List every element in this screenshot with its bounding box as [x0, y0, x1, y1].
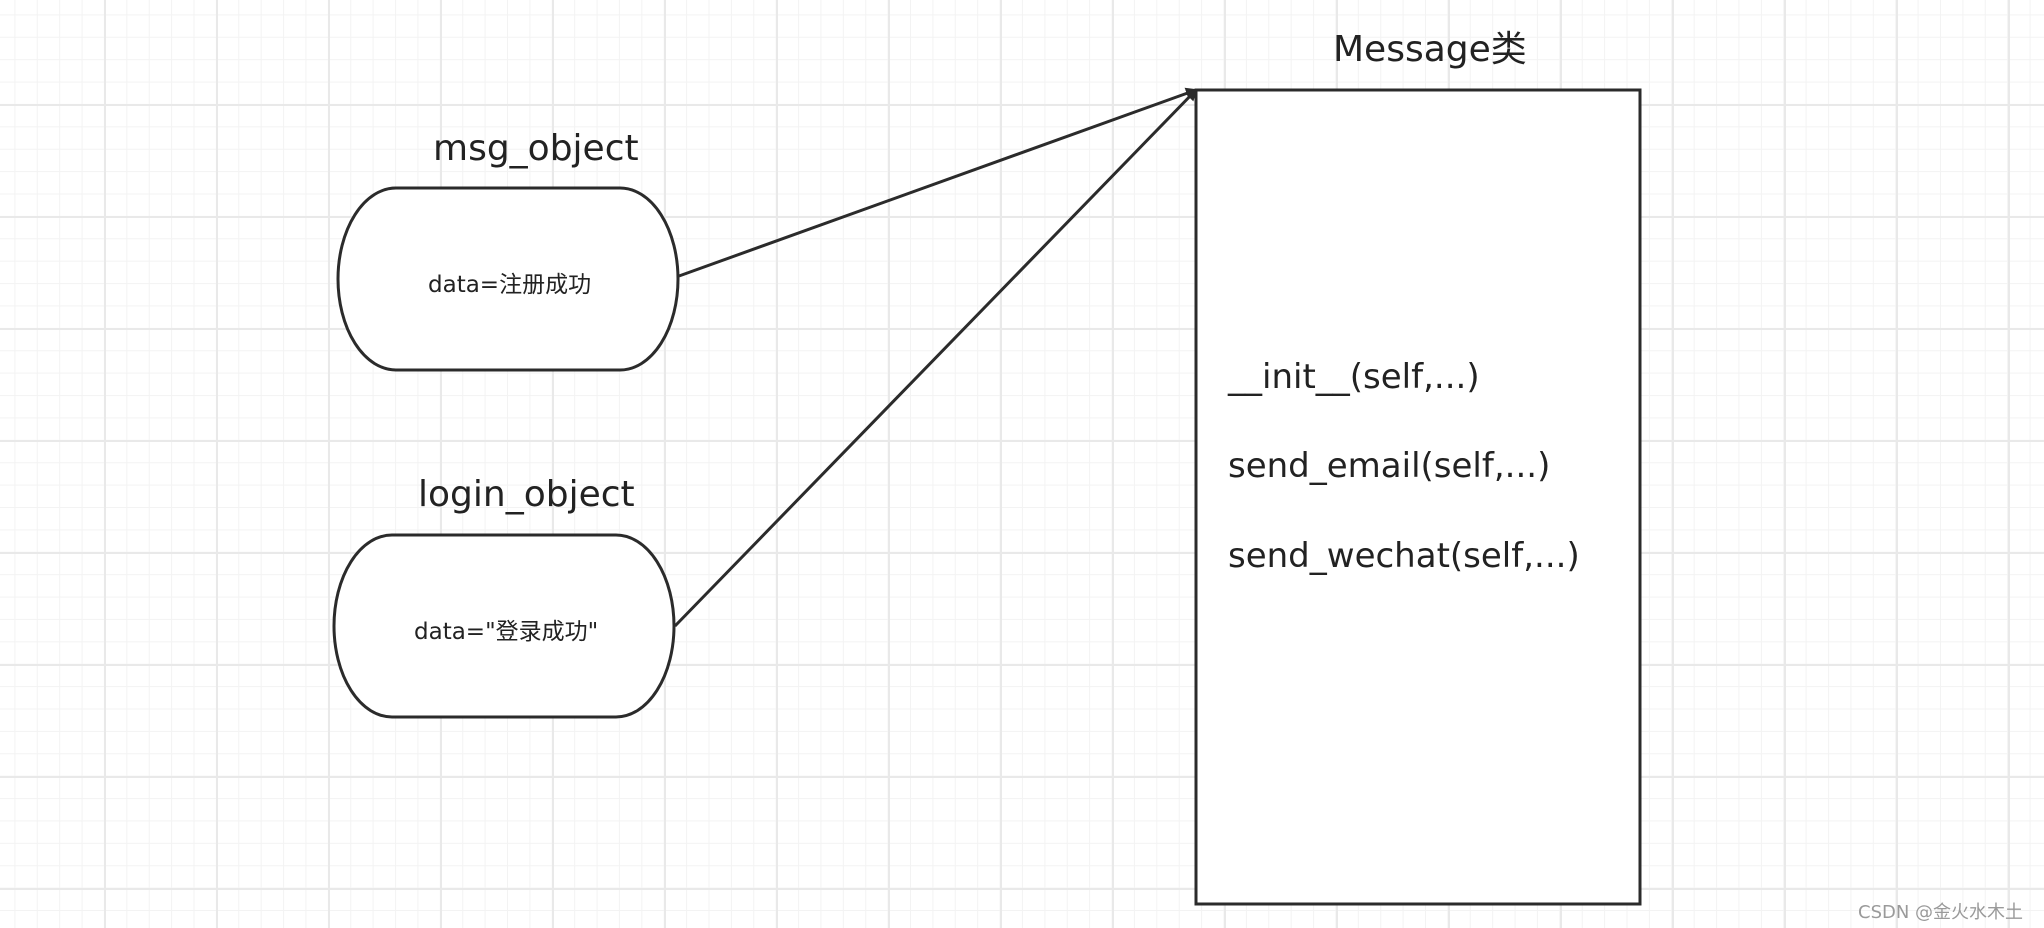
login-object-title: login_object: [418, 474, 635, 515]
edge-login-to-class: [673, 88, 1198, 628]
login-object-node[interactable]: [332, 533, 676, 719]
message-class-title: Message类: [1333, 29, 1527, 70]
login-object-content: data="登录成功": [414, 619, 599, 645]
msg-object-node[interactable]: [336, 186, 680, 372]
watermark: CSDN @金火水木土: [1858, 902, 2024, 923]
msg-object-content: data=注册成功: [428, 272, 592, 298]
edge-msg-to-class: [678, 87, 1198, 278]
msg-object-title: msg_object: [433, 128, 639, 169]
method-send-email: send_email(self,...): [1228, 446, 1551, 486]
method-init: __init__(self,...): [1228, 357, 1480, 397]
method-send-wechat: send_wechat(self,...): [1228, 536, 1580, 576]
message-class-box[interactable]: [1194, 88, 1642, 906]
